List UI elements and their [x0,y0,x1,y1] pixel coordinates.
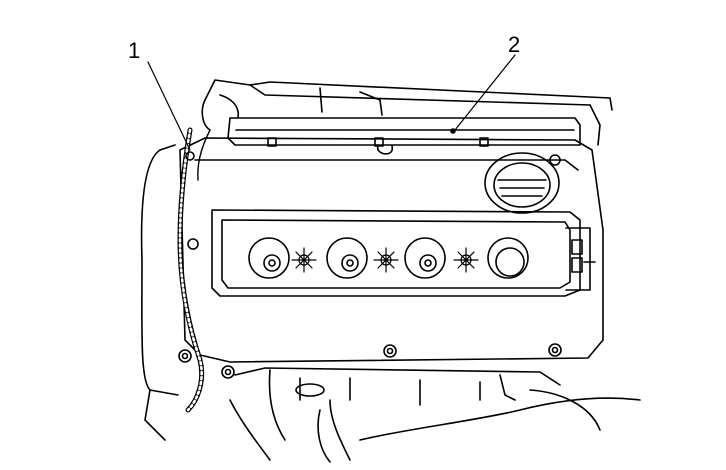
callout-2-number: 2 [508,32,520,57]
star-bolts [291,247,479,273]
plug-well-4 [487,237,529,279]
leader-line-2 [454,54,516,131]
plug-well-3 [404,237,446,279]
leader-line-1 [147,61,191,151]
oil-filler-cap [484,152,560,214]
plug-well-2 [326,237,368,279]
wiring-harness [177,127,211,413]
valve-cover [178,137,604,379]
timing-cover [140,144,179,441]
ignition-cover [227,117,581,155]
plug-well-1 [248,237,290,279]
callout-leaders [147,54,516,151]
intake-manifold [229,367,641,463]
engine-block-outline [201,79,613,146]
side-bracket [565,227,596,291]
callout-1-number: 1 [128,38,140,63]
spark-plug-wells [248,237,529,279]
